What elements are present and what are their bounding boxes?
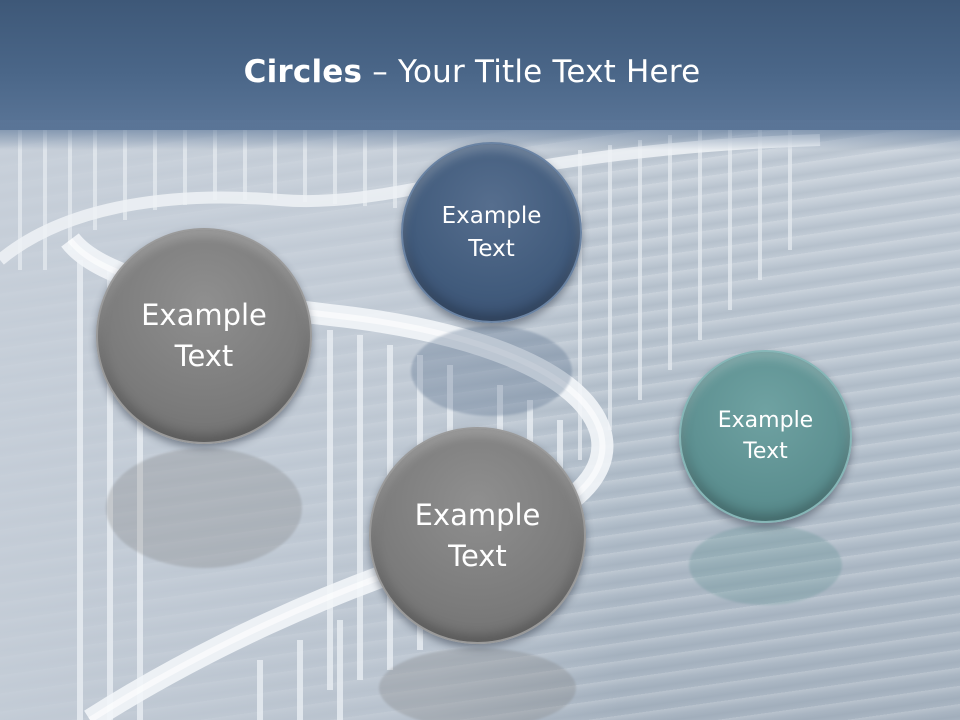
circle-gray-left[interactable]: Example Text xyxy=(96,228,312,444)
circle-reflection-3 xyxy=(689,525,842,605)
circle-reflection-4 xyxy=(379,648,576,720)
circle-label: Example Text xyxy=(414,497,541,573)
circle-blue-top[interactable]: Example Text xyxy=(401,142,582,323)
circle-label: Example Text xyxy=(141,298,267,373)
title-rest-part: – Your Title Text Here xyxy=(362,54,701,90)
circle-gray-bottom[interactable]: Example Text xyxy=(369,427,586,644)
circle-label: Example Text xyxy=(717,407,814,464)
slide-title[interactable]: Circles – Your Title Text Here xyxy=(0,54,944,90)
circle-reflection-1 xyxy=(106,448,302,568)
circle-label: Example Text xyxy=(441,203,542,262)
circle-teal-right[interactable]: Example Text xyxy=(679,350,852,523)
circle-reflection-2 xyxy=(411,326,572,416)
title-bold-part: Circles xyxy=(243,54,363,90)
title-bar xyxy=(0,0,960,130)
